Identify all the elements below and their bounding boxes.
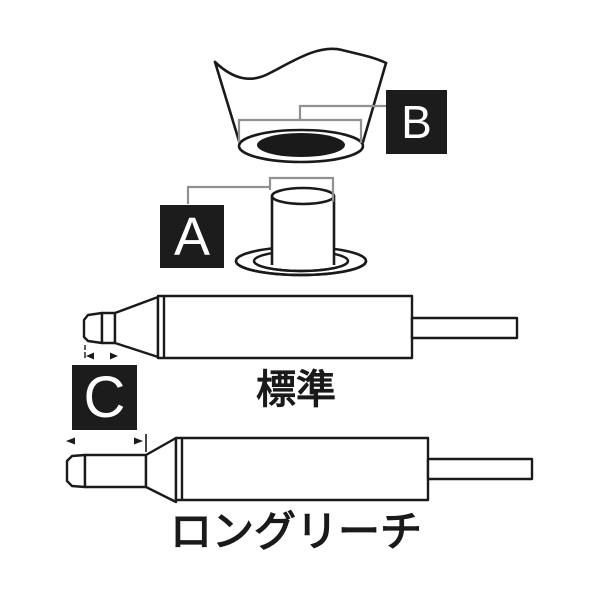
label-a-text: A <box>173 206 211 267</box>
long-tip-shaft-rod <box>426 457 534 481</box>
dimension-arrow-left-icon <box>86 352 94 360</box>
callout-bracket-b <box>237 104 386 143</box>
long-tip-nose <box>65 453 87 489</box>
dimension-arrow-right-icon <box>110 352 118 360</box>
standard-tip-drawing <box>82 294 519 360</box>
long-tip-cone <box>144 436 178 504</box>
label-box-a: A <box>160 205 224 268</box>
cup-opening-dark-oval <box>257 133 345 157</box>
standard-tip-shaft-rod <box>410 316 519 340</box>
cup-left-side <box>213 60 241 143</box>
label-c-text: C <box>83 364 126 430</box>
dimension-arrow-right-icon <box>134 437 143 445</box>
standard-tip-cone <box>113 295 160 359</box>
long-tip-body <box>174 436 430 502</box>
dimension-arrows-long-reach <box>66 434 147 452</box>
cup-right-side <box>361 61 388 144</box>
cylinder-shape <box>234 186 368 277</box>
nozzle-cup-shape <box>213 47 388 144</box>
standard-tip-nose <box>82 311 104 345</box>
dimension-arrows-standard <box>84 345 118 360</box>
flange-inner-front-arc <box>252 260 350 273</box>
label-box-b: B <box>386 90 447 154</box>
callout-bracket-a <box>186 176 335 204</box>
cup-wavy-rim <box>213 47 388 81</box>
caption-long-reach: ロングリーチ <box>169 508 422 555</box>
label-b-text: B <box>401 96 432 148</box>
flange-outer-front-arc <box>234 260 368 277</box>
standard-tip-body <box>156 294 414 360</box>
caption-standard: 標準 <box>256 368 336 412</box>
standard-tip-collar <box>100 311 117 345</box>
long-reach-tip-drawing <box>65 436 534 504</box>
long-tip-shaft <box>83 453 148 489</box>
label-box-c: C <box>72 365 137 430</box>
cylinder-top-ellipse <box>270 186 336 206</box>
dimension-arrow-left-icon <box>66 437 75 445</box>
